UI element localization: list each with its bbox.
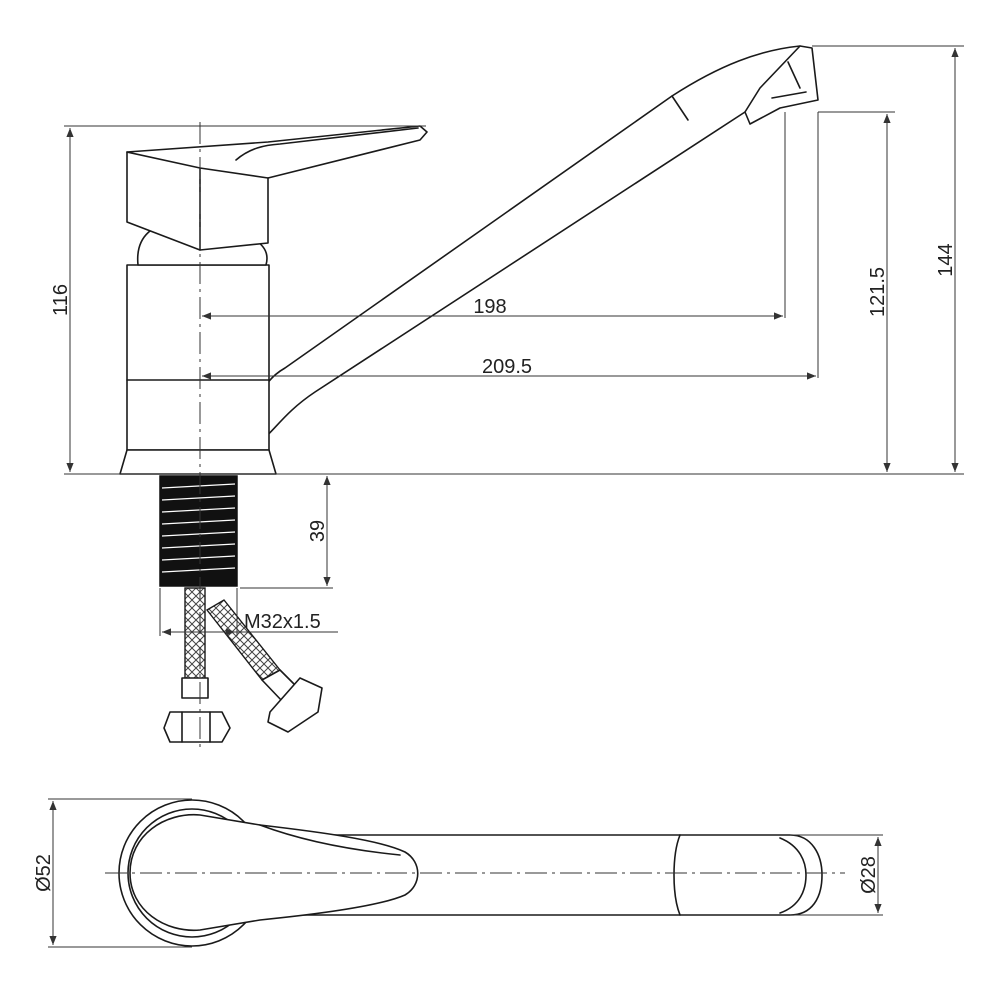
dim-reach-inner-label: 198 [473, 296, 506, 318]
spout-top-seam [673, 834, 681, 916]
lever-handle [126, 125, 428, 251]
aerator-detail [771, 61, 807, 99]
faucet-body [126, 264, 270, 451]
thread-hatch [161, 483, 236, 573]
dim-thread-length-label: 39 [307, 520, 329, 542]
dim-reach-outer-label: 209.5 [482, 356, 532, 378]
hose-nut-left [163, 711, 231, 743]
dim-overall-height-label: 144 [935, 243, 957, 276]
top-view: Ø52 Ø28 [33, 798, 883, 948]
spout-aerator [744, 45, 819, 125]
threaded-shank [159, 475, 238, 587]
hose-ferrule-left [181, 677, 209, 699]
base-flange [119, 449, 277, 475]
dimension-lines: 144 116 121.5 198 209.5 39 M32x1.5 [50, 45, 964, 636]
dim-body-height-label: 116 [50, 284, 72, 316]
spout-top-end [779, 837, 807, 914]
spout-top [299, 834, 823, 916]
dim-thread-size-label: M32x1.5 [244, 611, 321, 633]
hose-straight [184, 587, 206, 681]
spout-seam [671, 95, 689, 121]
nut-left-faces [181, 711, 211, 743]
hose-nut-right [267, 677, 323, 733]
dim-spout-diameter-label: Ø28 [858, 856, 880, 894]
lever-top-line [235, 127, 419, 161]
dim-spout-height-label: 121.5 [867, 267, 889, 317]
spout [255, 45, 813, 441]
lever-top-edge [259, 824, 401, 856]
side-view [119, 45, 819, 750]
dim-base-diameter-label: Ø52 [33, 854, 55, 892]
